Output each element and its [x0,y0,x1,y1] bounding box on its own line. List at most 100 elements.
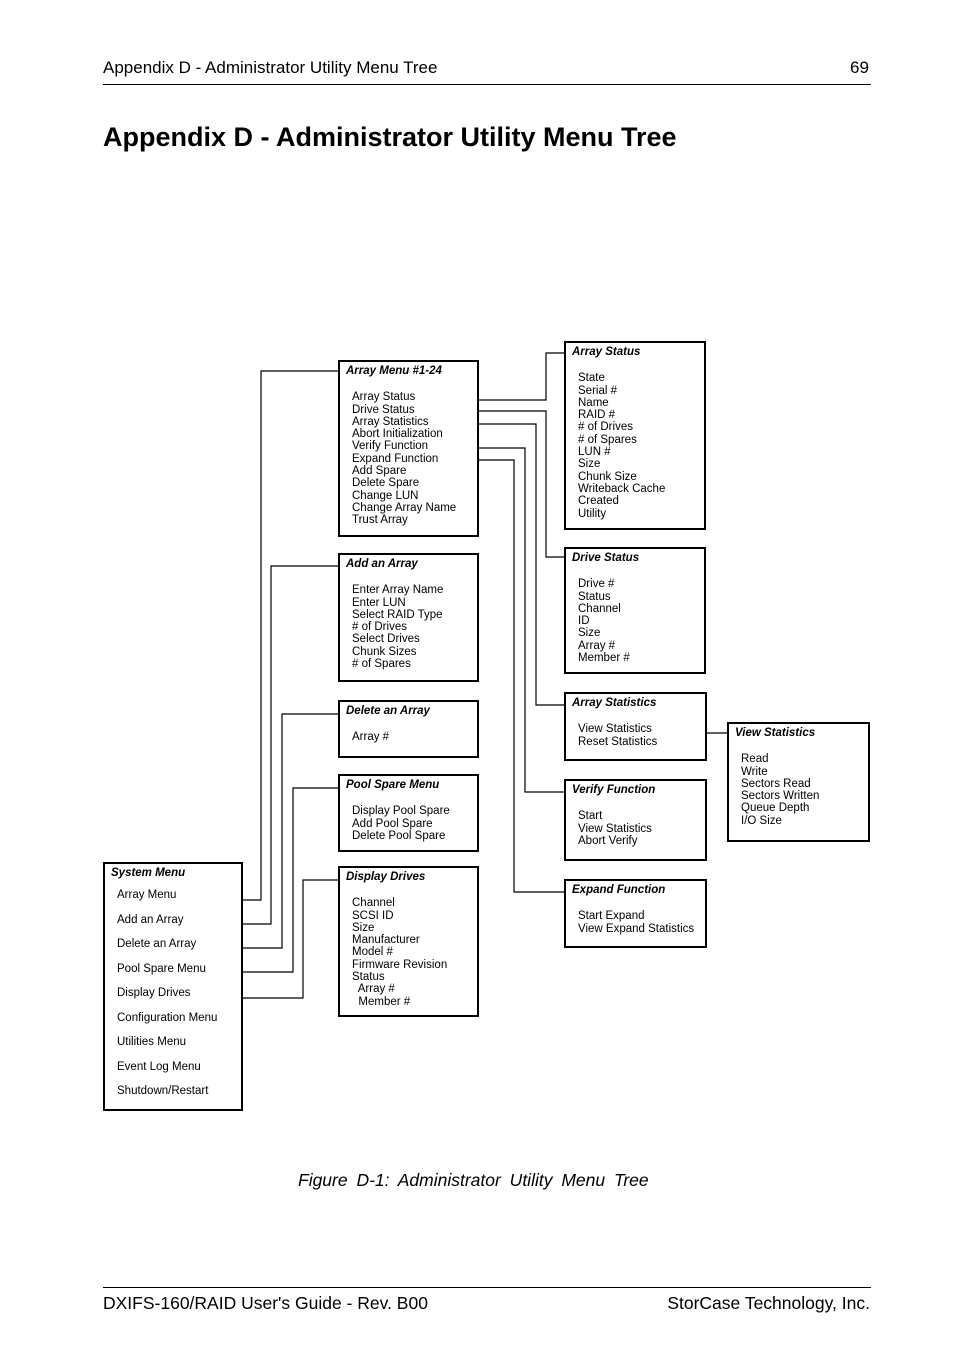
box-title: Drive Status [572,552,640,564]
menu-item: Model # [352,946,393,959]
box-title: View Statistics [735,727,816,739]
menu-item: Writeback Cache [578,482,666,495]
menu-item: # of Drives [578,421,633,434]
menu-item: Status [352,971,385,984]
menu-item: Add an Array [117,913,184,926]
menu-item: Expand Function [352,452,439,465]
menu-item: # of Spares [352,658,411,671]
menu-item: Enter LUN [352,596,406,609]
menu-item: Event Log Menu [117,1060,201,1073]
menu-item: Change LUN [352,489,419,502]
menu-item: Shutdown/Restart [117,1085,209,1098]
menu-item: # of Spares [578,433,637,446]
menu-item: Start [578,810,603,823]
box-title: Array Status [572,346,641,358]
box-title: Verify Function [572,784,656,796]
menu-item: RAID # [578,409,616,422]
menu-item: Start Expand [578,910,645,923]
menu-item: Delete Spare [352,477,420,490]
menu-item: # of Drives [352,621,407,634]
menu-item: Delete Pool Spare [352,829,446,842]
menu-item: Member # [352,995,411,1008]
header-rule [103,84,871,85]
menu-item: Utilities Menu [117,1036,187,1049]
menu-item: Array # [352,731,390,744]
menu-item: Enter Array Name [352,584,444,597]
menu-item: Abort Initialization [352,428,443,441]
menu-item: Trust Array [352,514,408,527]
menu-item: Utility [578,507,607,520]
box-title: Array Menu #1-24 [346,365,442,377]
menu-item: Queue Depth [741,802,810,815]
menu-item: SCSI ID [352,909,394,922]
page-number: 69 [850,58,869,77]
menu-item: Configuration Menu [117,1011,218,1024]
menu-item: Array Menu [117,889,177,902]
menu-item: Drive # [578,578,615,591]
menu-item: View Expand Statistics [578,922,695,935]
menu-item: I/O Size [741,814,782,827]
menu-item: Select RAID Type [352,608,443,621]
menu-item: Write [741,765,768,778]
menu-item: Delete an Array [117,938,197,951]
menu-item: Change Array Name [352,501,457,514]
menu-item: Manufacturer [352,934,420,947]
menu-item: Add Spare [352,465,407,478]
menu-item: Abort Verify [578,834,638,847]
menu-item: Sectors Written [741,790,820,803]
menu-item: Display Drives [117,987,191,1000]
box-title: Expand Function [572,884,666,896]
menu-item: Member # [578,652,630,665]
box-title: System Menu [111,867,186,879]
menu-item: Add Pool Spare [352,817,433,830]
menu-item: Array # [578,639,616,652]
menu-item: Verify Function [352,440,429,453]
menu-item: Select Drives [352,633,420,646]
menu-item: Array Statistics [352,415,429,428]
menu-item: Name [578,396,609,409]
box-title: Delete an Array [346,705,430,717]
menu-item: Reset Statistics [578,735,658,748]
footer-rule [103,1287,871,1288]
footer-right: StorCase Technology, Inc. [667,1293,870,1313]
menu-item: Firmware Revision [352,958,448,971]
menu-item: ID [578,615,590,628]
menu-item: Channel [352,897,395,910]
menu-item: Size [352,921,375,934]
menu-item: Read [741,753,769,766]
menu-item: LUN # [578,446,611,459]
menu-item: Display Pool Spare [352,805,450,818]
menu-item: Array Status [352,391,416,404]
menu-item: Size [578,627,601,640]
menu-item: Array # [352,983,395,996]
menu-item: Drive Status [352,403,415,416]
box-title: Pool Spare Menu [346,779,440,791]
menu-item: State [578,372,605,385]
menu-item: Status [578,590,611,603]
box-title: Array Statistics [572,697,657,709]
menu-item: View Statistics [578,723,652,736]
menu-item: Pool Spare Menu [117,962,206,975]
header-title: Appendix D - Administrator Utility Menu … [103,58,438,77]
menu-item: View Statistics [578,822,652,835]
menu-item: Chunk Sizes [352,645,417,658]
menu-item: Size [578,458,601,471]
menu-item: Sectors Read [741,777,811,790]
menu-item: Channel [578,602,621,615]
page-heading: Appendix D - Administrator Utility Menu … [103,122,677,152]
menu-item: Created [578,495,619,508]
